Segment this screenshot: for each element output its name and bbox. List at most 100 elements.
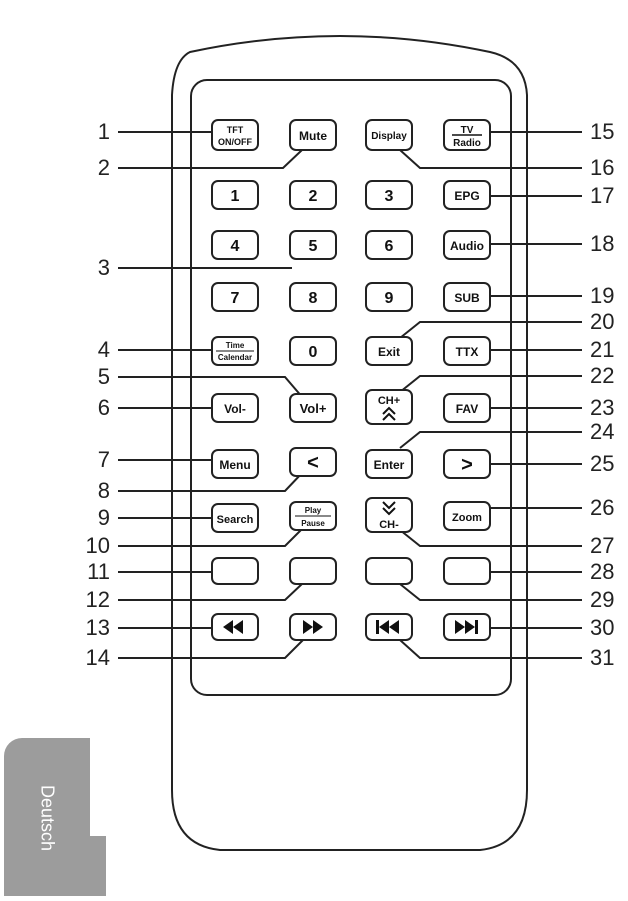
- callout-27: 27: [590, 533, 614, 558]
- digit-1-button[interactable]: 1: [211, 180, 259, 210]
- digit-6-button[interactable]: 6: [365, 230, 413, 260]
- digit-2-label: 2: [309, 188, 318, 205]
- color-button-4[interactable]: [443, 557, 491, 585]
- callout-21: 21: [590, 337, 614, 362]
- callout-30: 30: [590, 615, 614, 640]
- callout-25: 25: [590, 451, 614, 476]
- callout-2: 2: [98, 155, 110, 180]
- callout-13: 13: [86, 615, 110, 640]
- chevron-up-icon: [382, 406, 396, 421]
- volume-up-button[interactable]: Vol+: [289, 393, 337, 423]
- tft-on-off-button[interactable]: TFT ON/OFF: [211, 119, 259, 151]
- rewind-icon: [223, 620, 243, 634]
- favorites-button[interactable]: FAV: [443, 393, 491, 423]
- callout-22: 22: [590, 363, 614, 388]
- callout-lines-left: [118, 131, 304, 659]
- callout-16: 16: [590, 155, 614, 180]
- sub-label: SUB: [454, 291, 480, 305]
- play-pause-button[interactable]: Play Pause: [289, 501, 337, 531]
- ttx-label: TTX: [456, 345, 479, 359]
- enter-label: Enter: [374, 458, 405, 472]
- digit-3-button[interactable]: 3: [365, 180, 413, 210]
- callout-23: 23: [590, 395, 614, 420]
- mute-label: Mute: [299, 129, 327, 143]
- callout-8: 8: [98, 478, 110, 503]
- language-tab-notch: [90, 836, 106, 896]
- chevron-down-icon: [382, 501, 396, 516]
- epg-button[interactable]: EPG: [443, 180, 491, 210]
- digit-0-button[interactable]: 0: [289, 336, 337, 366]
- callout-11: 11: [87, 559, 110, 584]
- left-arrow-label: <: [307, 452, 319, 474]
- next-track-button[interactable]: [443, 613, 491, 641]
- zoom-button[interactable]: Zoom: [443, 501, 491, 531]
- menu-label: Menu: [219, 458, 250, 472]
- audio-button[interactable]: Audio: [443, 230, 491, 260]
- pause-label: Pause: [301, 519, 325, 528]
- calendar-label: Calendar: [218, 353, 252, 362]
- digit-9-label: 9: [385, 290, 394, 307]
- digit-8-button[interactable]: 8: [289, 282, 337, 312]
- language-tab-label: Deutsch: [37, 784, 58, 852]
- callout-12: 12: [86, 587, 110, 612]
- fast-forward-button[interactable]: [289, 613, 337, 641]
- color-button-3[interactable]: [365, 557, 413, 585]
- previous-track-button[interactable]: [365, 613, 413, 641]
- digit-3-label: 3: [385, 188, 394, 205]
- callout-6: 6: [98, 395, 110, 420]
- callout-26: 26: [590, 495, 614, 520]
- exit-button[interactable]: Exit: [365, 336, 413, 366]
- digit-4-label: 4: [231, 238, 240, 255]
- tft-label: TFT: [227, 125, 244, 135]
- callout-19: 19: [590, 283, 614, 308]
- language-tab: Deutsch: [4, 738, 106, 896]
- search-button[interactable]: Search: [211, 503, 259, 533]
- skip-previous-icon: [376, 620, 399, 634]
- digit-4-button[interactable]: 4: [211, 230, 259, 260]
- callout-20: 20: [590, 309, 614, 334]
- color-button-2[interactable]: [289, 557, 337, 585]
- digit-5-button[interactable]: 5: [289, 230, 337, 260]
- callout-15: 15: [590, 119, 614, 144]
- zoom-label: Zoom: [452, 512, 482, 524]
- fav-label: FAV: [456, 402, 478, 416]
- ch-minus-label: CH-: [379, 519, 399, 531]
- sub-button[interactable]: SUB: [443, 282, 491, 312]
- exit-label: Exit: [378, 345, 400, 359]
- tv-radio-button[interactable]: TV Radio: [443, 119, 491, 151]
- right-arrow-label: >: [461, 454, 473, 476]
- color-button-1[interactable]: [211, 557, 259, 585]
- callout-7: 7: [98, 447, 110, 472]
- enter-button[interactable]: Enter: [365, 449, 413, 479]
- digit-2-button[interactable]: 2: [289, 180, 337, 210]
- right-arrow-button[interactable]: >: [443, 449, 491, 479]
- callout-18: 18: [590, 231, 614, 256]
- callout-28: 28: [590, 559, 614, 584]
- mute-button[interactable]: Mute: [289, 119, 337, 151]
- left-arrow-button[interactable]: <: [289, 447, 337, 477]
- skip-next-icon: [455, 620, 478, 634]
- callout-24: 24: [590, 419, 614, 444]
- time-label: Time: [226, 341, 245, 350]
- ttx-button[interactable]: TTX: [443, 336, 491, 366]
- callout-3: 3: [98, 255, 110, 280]
- time-calendar-button[interactable]: Time Calendar: [211, 336, 259, 366]
- channel-up-button[interactable]: CH+: [365, 389, 413, 425]
- digit-5-label: 5: [309, 238, 318, 255]
- callout-29: 29: [590, 587, 614, 612]
- callout-17: 17: [590, 183, 614, 208]
- callout-4: 4: [98, 337, 110, 362]
- channel-down-button[interactable]: CH-: [365, 497, 413, 533]
- display-button[interactable]: Display: [365, 119, 413, 151]
- on-off-label: ON/OFF: [218, 137, 252, 147]
- play-label: Play: [305, 506, 322, 515]
- callout-5: 5: [98, 364, 110, 389]
- volume-down-button[interactable]: Vol-: [211, 393, 259, 423]
- digit-7-button[interactable]: 7: [211, 282, 259, 312]
- search-label: Search: [217, 514, 254, 526]
- menu-button[interactable]: Menu: [211, 449, 259, 479]
- digit-0-label: 0: [309, 344, 318, 361]
- rewind-button[interactable]: [211, 613, 259, 641]
- digit-9-button[interactable]: 9: [365, 282, 413, 312]
